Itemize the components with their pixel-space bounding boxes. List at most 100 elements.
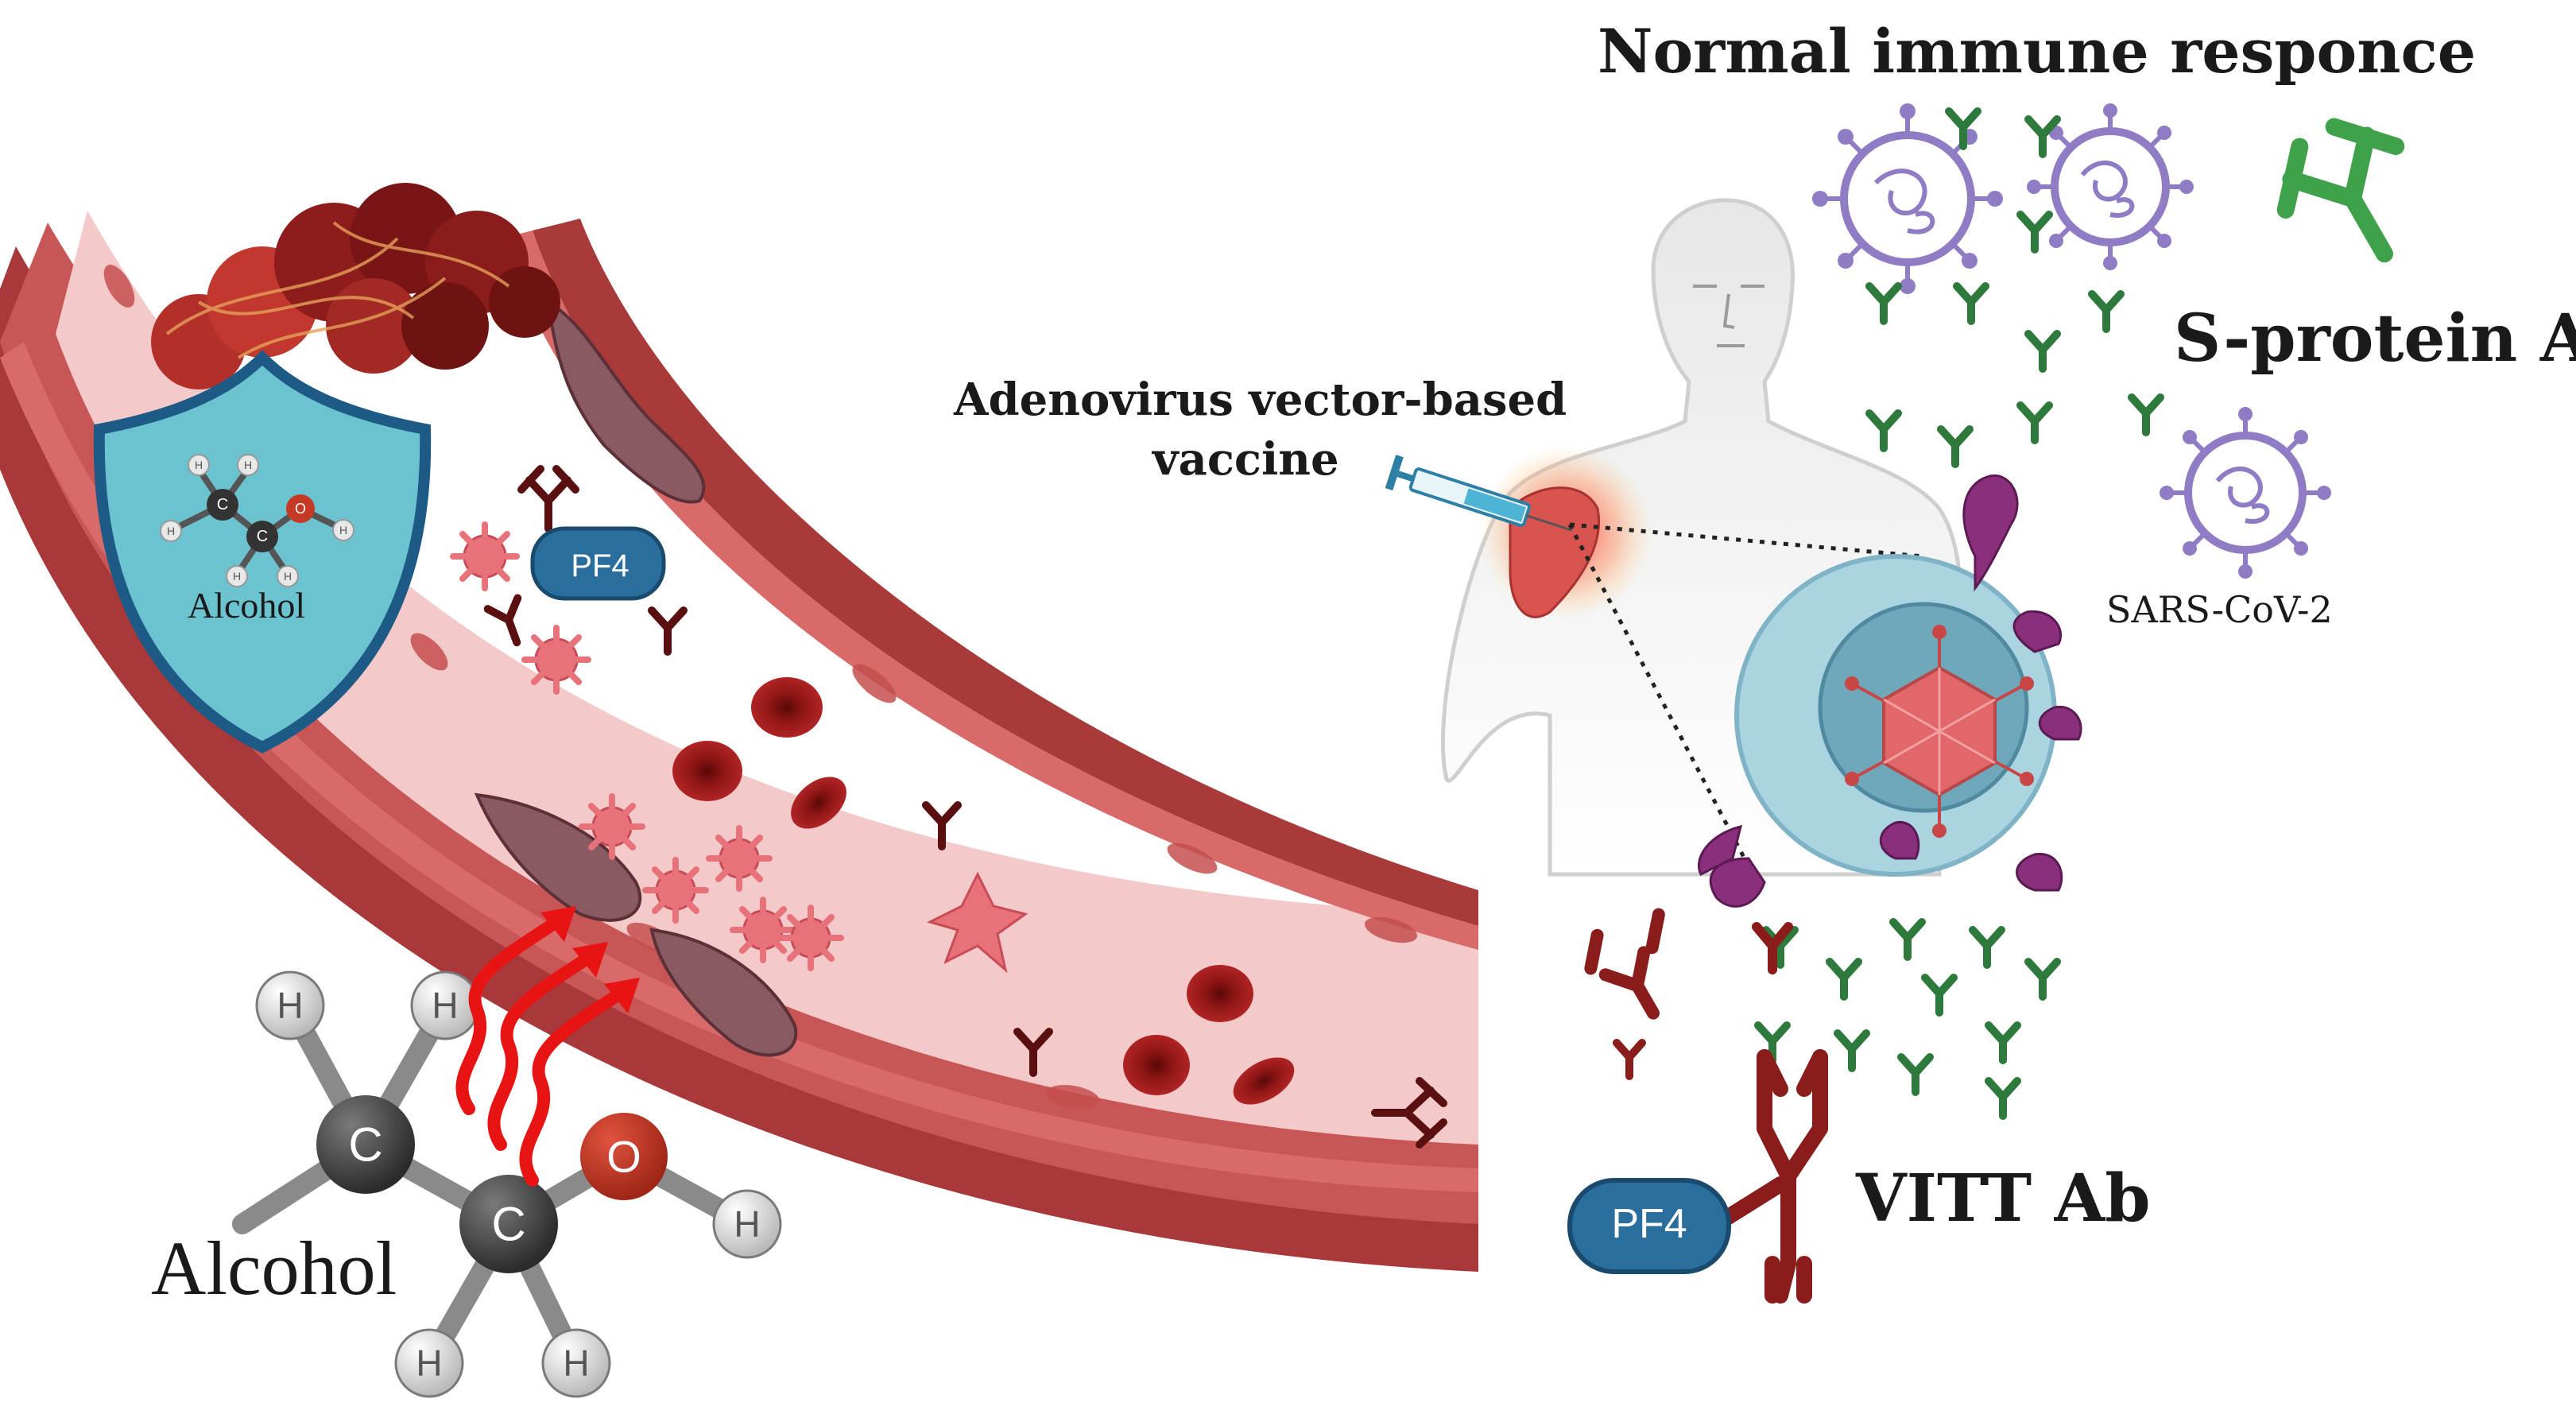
atom-label-c: C	[348, 1118, 382, 1172]
antibody	[1865, 409, 1902, 452]
human-face-features	[1693, 285, 1764, 347]
platelet	[706, 825, 773, 892]
antibody	[1985, 1077, 2021, 1120]
red-blood-cell	[791, 777, 846, 829]
carbon-atom	[316, 1095, 415, 1194]
red-blood-cell	[1123, 1035, 1190, 1095]
coronavirus-icon	[2027, 103, 2194, 270]
shield-h-atom	[277, 565, 299, 587]
shield-atom-label-c: C	[217, 496, 228, 513]
hydrogen-atom	[394, 1328, 464, 1398]
s-protein-ab-label: S-protein Ab	[2174, 300, 2576, 377]
spike-protein	[2016, 853, 2063, 892]
plaque-upper	[546, 299, 706, 504]
atom-label-c: C	[491, 1198, 525, 1251]
hydrogen-atom	[541, 1328, 611, 1398]
ethanol-molecule	[232, 970, 782, 1398]
activated-platelet	[926, 871, 1028, 974]
shield-h-atom	[188, 454, 210, 476]
vitt-antibody-large	[1757, 1049, 1828, 1304]
atom-label-h: H	[563, 1342, 589, 1384]
syringe-icon	[1385, 455, 1573, 532]
spike-protein	[2012, 610, 2063, 653]
spike-protein	[2038, 705, 2082, 741]
spike-proteins	[1698, 474, 2082, 908]
antibody	[1945, 107, 1981, 150]
platelets	[450, 521, 1028, 974]
shield-c-atom	[246, 521, 278, 552]
plaque-lower-1	[474, 792, 642, 922]
antibody	[2016, 401, 2053, 444]
hydrogen-atom	[255, 970, 325, 1040]
antibody-large-green	[2276, 118, 2405, 263]
coronavirus-icon	[2160, 407, 2331, 579]
pf4-badge-complex	[1567, 1178, 1731, 1274]
atom-label-o: O	[606, 1132, 641, 1182]
immune-cell	[1698, 474, 2082, 908]
shield-h-atom	[160, 520, 182, 542]
vessel-antibodies	[483, 465, 1447, 1149]
pf4-badge-vessel	[530, 526, 666, 601]
antibody	[1613, 1039, 1646, 1080]
antibody	[1921, 974, 1958, 1017]
deltoid-muscle	[1509, 486, 1600, 618]
s-protein-antibodies	[1754, 107, 2405, 1120]
atom-label-h: H	[432, 985, 458, 1026]
vessel-lumen-core	[56, 211, 1478, 1145]
platelet	[579, 793, 645, 860]
antibody	[517, 465, 579, 533]
shield-atom-label-o: O	[295, 501, 306, 517]
shield-o-atom	[286, 494, 315, 523]
red-blood-cell	[751, 677, 823, 738]
coronavirus-icon	[1812, 103, 2003, 294]
shield-atom-label-c: C	[257, 528, 268, 545]
antibody	[1834, 1029, 1870, 1072]
spike-protein	[1962, 474, 2019, 592]
platelet	[730, 897, 796, 963]
antibody	[1953, 282, 1989, 325]
antibody	[2024, 330, 2061, 373]
alcohol-shield	[93, 350, 432, 753]
antibody	[1752, 922, 1793, 974]
atom-label-h: H	[277, 985, 303, 1026]
pf4-complex-label: PF4	[1611, 1201, 1687, 1247]
alcohol-molecule-label: Alcohol	[151, 1226, 397, 1311]
platelet	[450, 521, 520, 591]
figure-title: Normal immune responce	[1598, 16, 2477, 87]
spike-protein	[1879, 821, 1920, 860]
antibody	[1371, 1077, 1447, 1149]
antibody	[1985, 1021, 2021, 1064]
antibody	[922, 801, 962, 850]
carbon-atom	[459, 1175, 558, 1273]
sars-cov-2-viruses	[1812, 103, 2331, 579]
shield-c-atom	[207, 489, 238, 521]
alcohol-shield-label: Alcohol	[188, 585, 306, 626]
antibody	[1937, 425, 1974, 468]
shield-atom-label-h: H	[233, 570, 241, 583]
antibody	[648, 606, 688, 656]
antibody	[2016, 211, 2053, 254]
adenovirus-capsid	[1845, 625, 2034, 838]
antibody	[2024, 958, 2061, 1001]
plaque-lower-2	[649, 928, 798, 1057]
antibody	[1897, 1053, 1934, 1096]
shield-atom-label-h: H	[167, 525, 175, 537]
antibody	[2128, 393, 2164, 436]
plaques	[474, 299, 798, 1057]
sars-cov-2-label: SARS-CoV-2	[2106, 588, 2333, 631]
red-blood-cell	[672, 741, 742, 801]
pf4-vessel-label: PF4	[571, 548, 629, 583]
shield-atom-label-h: H	[339, 524, 347, 537]
antibody	[1865, 282, 1902, 325]
platelet	[521, 625, 591, 695]
shield-h-atom	[332, 519, 354, 541]
vaccine-label-line2: vaccine	[1152, 433, 1339, 486]
blood-clot	[151, 183, 560, 389]
antibody	[1584, 908, 1665, 1020]
oxygen-atom	[580, 1113, 668, 1200]
red-arrow-heads	[540, 906, 640, 1013]
platelet	[642, 857, 709, 924]
spike-protein	[1698, 824, 1743, 877]
antibody	[1889, 918, 1926, 961]
